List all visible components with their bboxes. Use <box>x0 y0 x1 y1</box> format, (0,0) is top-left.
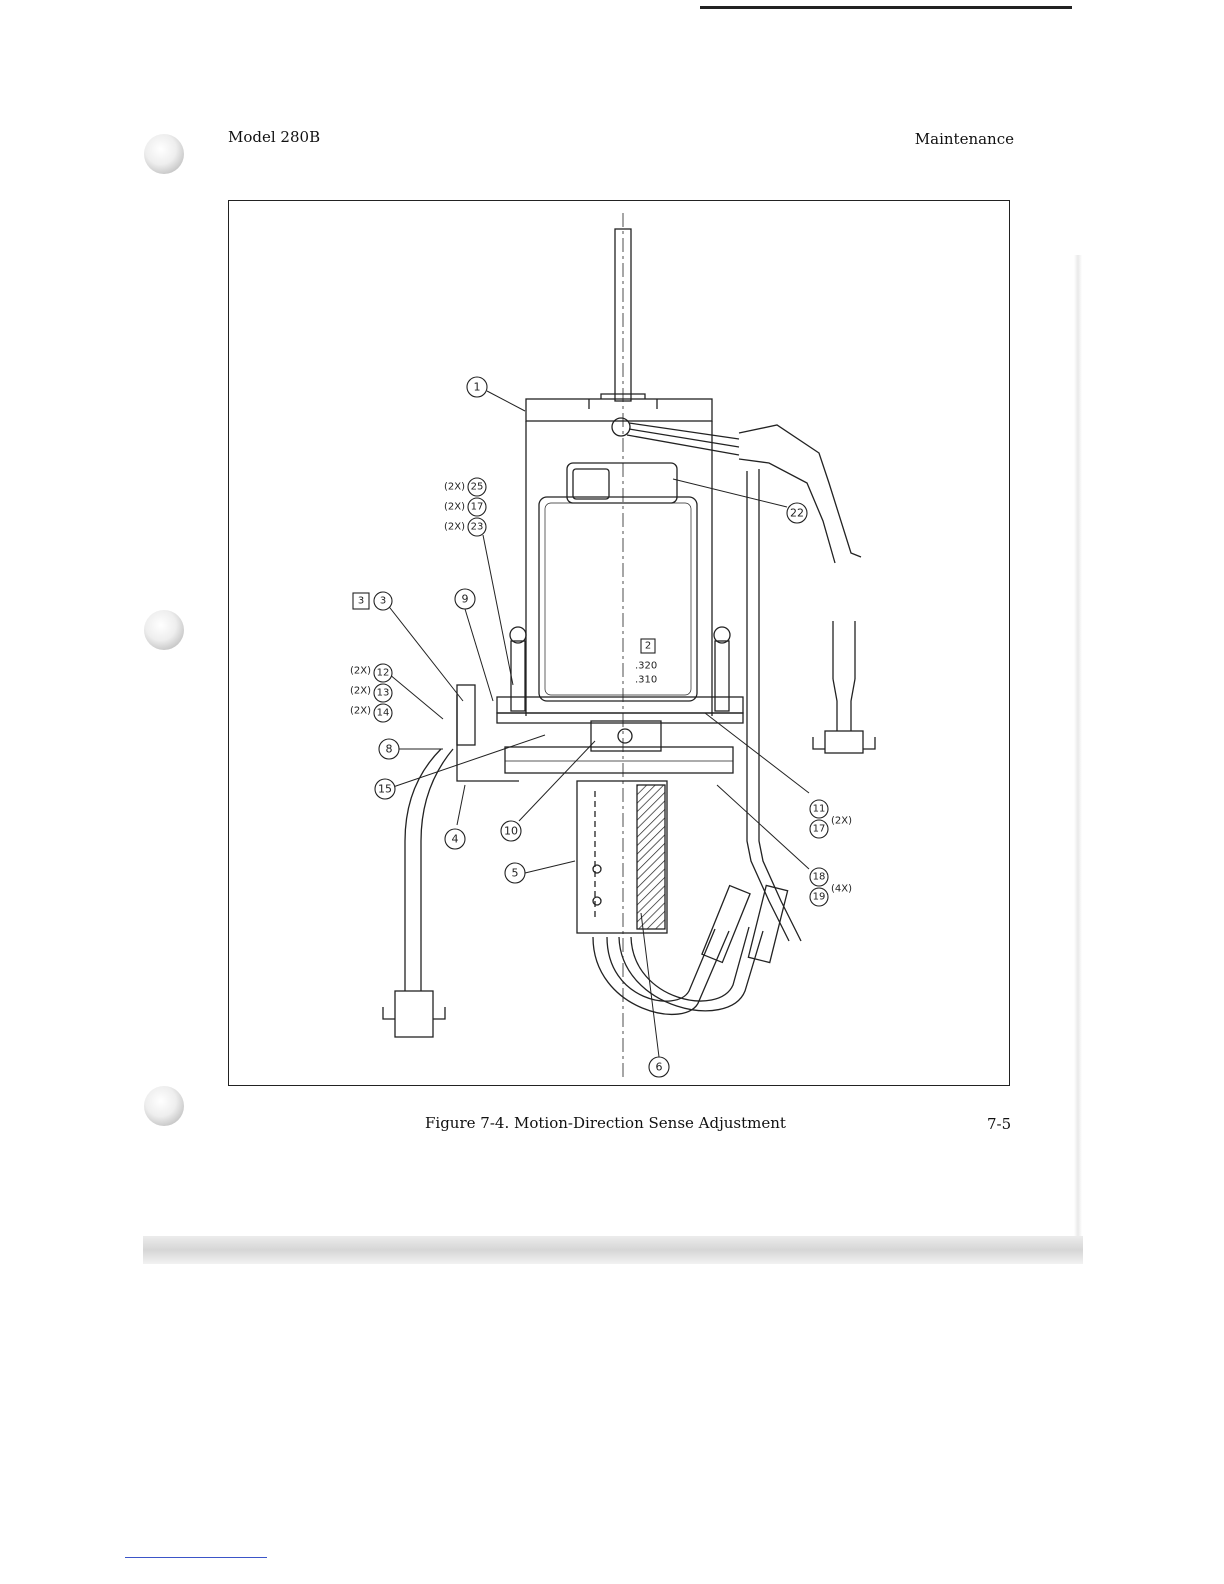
dimension-lower: .310 <box>635 675 657 686</box>
page-bottom-shadow <box>143 1236 1083 1264</box>
multiplier-18-19: (4X) <box>831 884 852 895</box>
callout-13: 13 <box>377 688 390 699</box>
multiplier-14: (2X) <box>350 706 371 717</box>
callout-5: 5 <box>512 867 519 880</box>
boxed-note-2: 2 <box>645 641 651 652</box>
callout-4: 4 <box>452 833 459 846</box>
figure-caption: Figure 7-4. Motion-Direction Sense Adjus… <box>425 1114 786 1132</box>
callout-22: 22 <box>790 507 804 520</box>
callout-9: 9 <box>462 593 469 606</box>
callout-19: 19 <box>813 892 826 903</box>
dimension-upper: .320 <box>635 661 657 672</box>
binder-hole-middle <box>144 610 184 650</box>
header-section: Maintenance <box>915 130 1014 148</box>
exploded-assembly-drawing: 1 22 25 17 23 3 3 9 12 13 14 8 15 4 10 5… <box>229 201 1011 1087</box>
callout-8: 8 <box>386 743 393 756</box>
top-edge-rule <box>700 6 1072 9</box>
boxed-note-3: 3 <box>358 596 364 607</box>
multiplier-25: (2X) <box>444 482 465 493</box>
page-number: 7-5 <box>987 1115 1011 1133</box>
multiplier-12: (2X) <box>350 666 371 677</box>
callout-1: 1 <box>474 381 481 394</box>
multiplier-23: (2X) <box>444 522 465 533</box>
callout-6: 6 <box>656 1061 663 1074</box>
callout-11: 11 <box>813 804 826 815</box>
header-model: Model 280B <box>228 128 320 146</box>
callout-18: 18 <box>813 872 826 883</box>
page-edge-shadow <box>1074 255 1082 1245</box>
callout-17-b: 17 <box>813 824 826 835</box>
callout-14: 14 <box>377 708 390 719</box>
callout-25: 25 <box>471 482 484 493</box>
multiplier-17: (2X) <box>444 502 465 513</box>
callout-23: 23 <box>471 522 484 533</box>
callout-3: 3 <box>380 596 386 607</box>
callout-12: 12 <box>377 668 390 679</box>
bottom-scan-line <box>125 1557 267 1558</box>
binder-hole-bottom <box>144 1086 184 1126</box>
callout-17-a: 17 <box>471 502 484 513</box>
figure-frame: 1 22 25 17 23 3 3 9 12 13 14 8 15 4 10 5… <box>228 200 1010 1086</box>
callout-15: 15 <box>378 783 392 796</box>
binder-hole-top <box>144 134 184 174</box>
callout-10: 10 <box>504 825 518 838</box>
multiplier-13: (2X) <box>350 686 371 697</box>
multiplier-11-17: (2X) <box>831 816 852 827</box>
